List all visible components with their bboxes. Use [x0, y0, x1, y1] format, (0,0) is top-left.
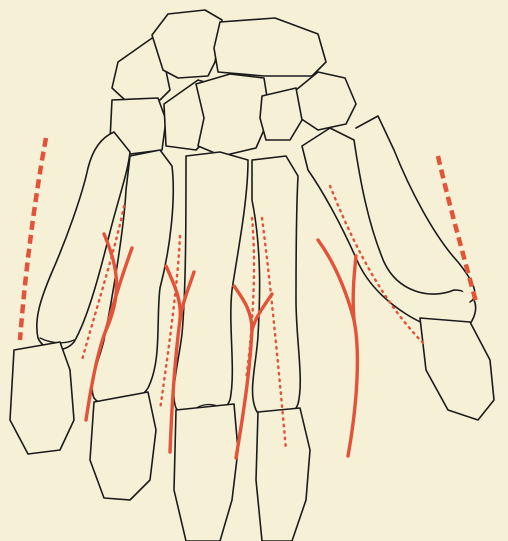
- carpal-bone-scaphoid: [152, 10, 222, 78]
- metacarpal-ring: [252, 156, 300, 421]
- phalanx-thumb: [10, 342, 74, 454]
- phalanx-index: [90, 392, 156, 500]
